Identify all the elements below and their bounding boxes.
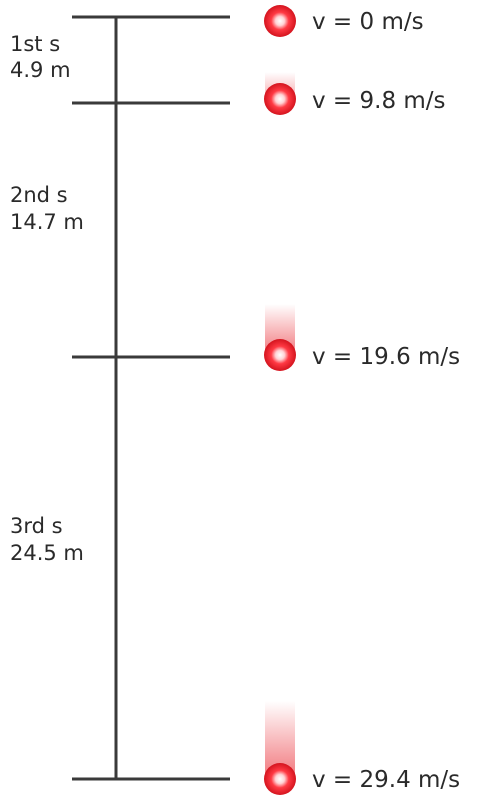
ball-position-2s — [264, 339, 296, 371]
ball-position-0s — [264, 5, 296, 37]
segment-2-distance-label: 14.7 m — [10, 210, 84, 234]
segment-3-distance-label: 24.5 m — [10, 541, 84, 565]
velocity-label-1s: v = 9.8 m/s — [312, 88, 446, 114]
segment-1-time-label: 1st s — [10, 32, 60, 56]
ball-position-3s — [264, 763, 296, 795]
ball-position-1s — [264, 83, 296, 115]
velocity-label-3s: v = 29.4 m/s — [312, 767, 460, 793]
segment-1-distance-label: 4.9 m — [10, 58, 71, 82]
segment-3-time-label: 3rd s — [10, 514, 63, 538]
segment-2-time-label: 2nd s — [10, 183, 68, 207]
velocity-label-2s: v = 19.6 m/s — [312, 344, 460, 370]
velocity-label-0s: v = 0 m/s — [312, 9, 424, 35]
